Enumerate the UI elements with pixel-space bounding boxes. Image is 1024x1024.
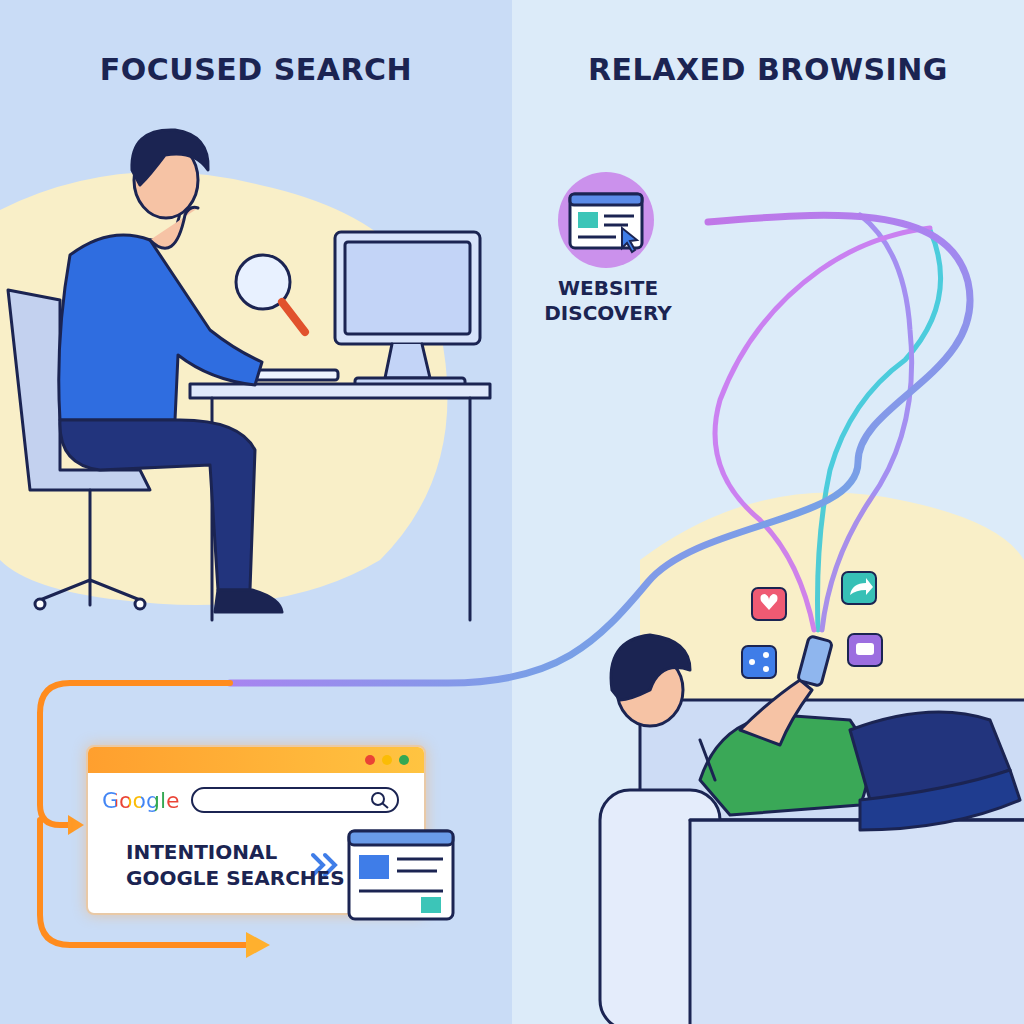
left-ground (0, 0, 512, 1024)
flow-line (230, 215, 970, 683)
sofa-browser (600, 635, 1024, 1024)
panel-band: RELAXED BROWSING WEBSITE DISCOVERY (512, 0, 1024, 1024)
node-label: WEBSITE DISCOVERY (528, 276, 688, 326)
panel-band: FOCUSED SEARCH GoogleINTENTIONAL GOOGLE S… (0, 0, 512, 1024)
flow-connector (40, 215, 970, 835)
window-dots (358, 747, 418, 773)
window-bar (88, 747, 424, 773)
search-row: Google (88, 773, 424, 821)
panel-heading: RELAXED BROWSING (512, 52, 1024, 87)
search-field (190, 785, 400, 815)
browsing-strands (715, 215, 941, 630)
node-label: INTENTIONAL GOOGLE SEARCHES (88, 821, 370, 913)
website-icon (556, 170, 656, 270)
search-window: GoogleINTENTIONAL GOOGLE SEARCHES (86, 745, 426, 915)
website-node: WEBSITE DISCOVERY (528, 170, 708, 326)
arrow-head (68, 815, 84, 835)
panel-heading: FOCUSED SEARCH (0, 52, 512, 87)
desk-worker (8, 130, 490, 620)
search-logo: Google (102, 788, 180, 813)
